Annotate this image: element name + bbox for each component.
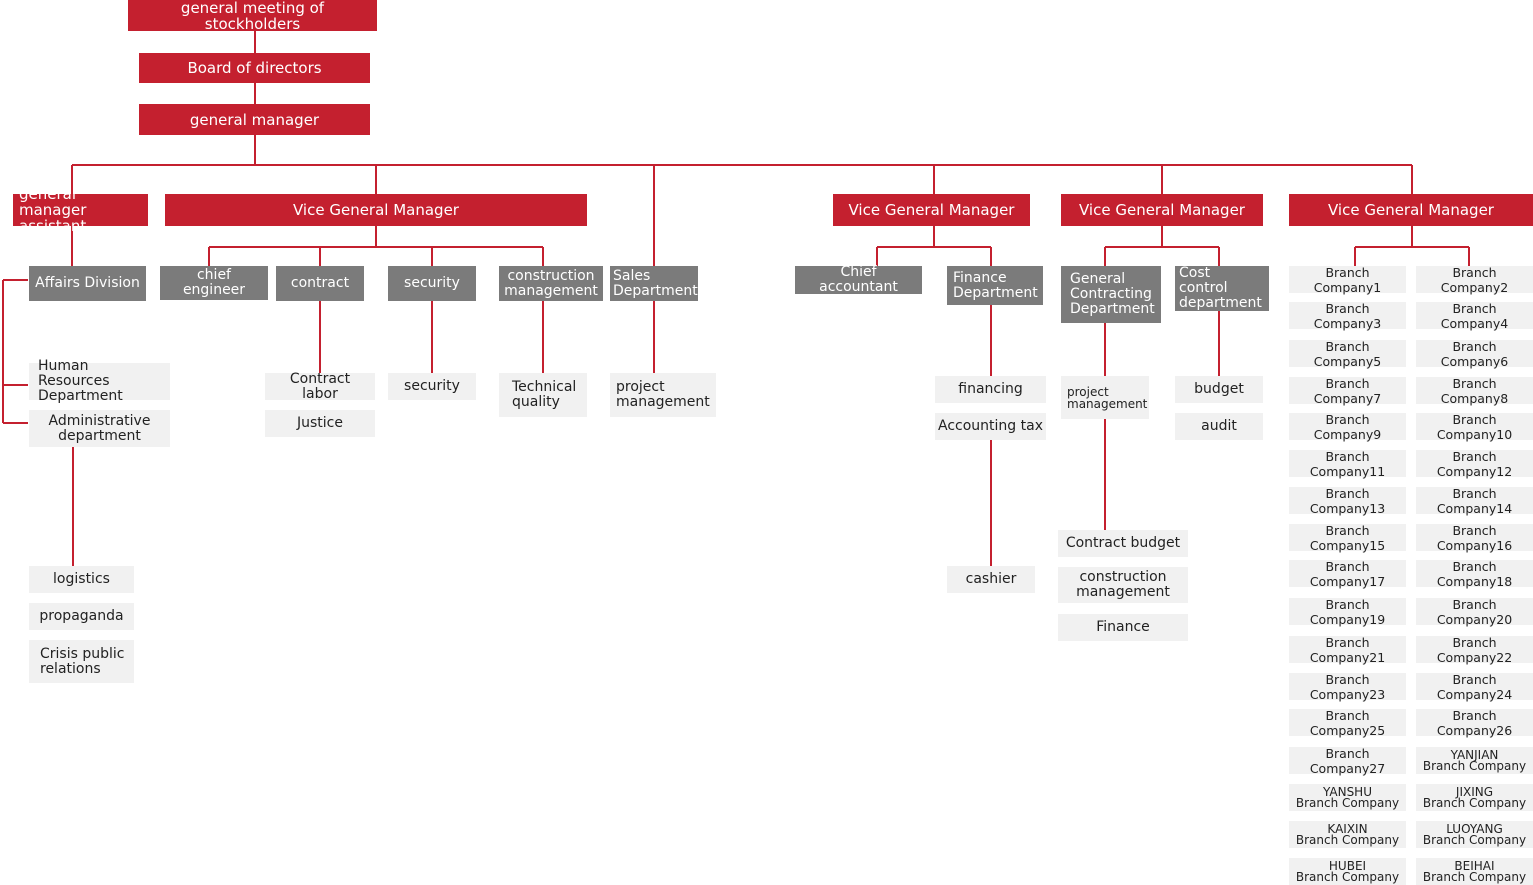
branch-company-9: Branch Company9 xyxy=(1289,412,1406,442)
branch-company-4: Branch Company4 xyxy=(1416,301,1533,331)
branch-company-14: Branch Company14 xyxy=(1416,486,1533,516)
branch-company-17: Branch Company17 xyxy=(1289,559,1406,589)
node-budget: budget xyxy=(1175,376,1263,403)
node-vice-gm-2: Vice General Manager xyxy=(833,194,1030,226)
branch-company-23: Branch Company23 xyxy=(1289,672,1406,702)
branch-company-7: Branch Company7 xyxy=(1289,376,1406,406)
branch-company-26: Branch Company26 xyxy=(1416,708,1533,738)
branch-company-29: YANSHU Branch Company xyxy=(1289,784,1406,811)
branch-company-19: Branch Company19 xyxy=(1289,597,1406,627)
node-sales-department: Sales Department xyxy=(610,266,698,301)
node-affairs-division: Affairs Division xyxy=(29,266,146,301)
branch-company-24: Branch Company24 xyxy=(1416,672,1533,702)
branch-company-27: Branch Company27 xyxy=(1289,746,1406,776)
branch-company-8: Branch Company8 xyxy=(1416,376,1533,406)
branch-company-22: Branch Company22 xyxy=(1416,635,1533,665)
node-security-sub: security xyxy=(388,373,476,400)
branch-company-6: Branch Company6 xyxy=(1416,339,1533,369)
node-cashier: cashier xyxy=(947,566,1035,593)
branch-company-28: YANJIAN Branch Company xyxy=(1416,747,1533,774)
branch-company-32: LUOYANG Branch Company xyxy=(1416,821,1533,848)
branch-company-12: Branch Company12 xyxy=(1416,449,1533,479)
branch-company-18: Branch Company18 xyxy=(1416,559,1533,589)
node-hr-department: Human Resources Department xyxy=(29,359,170,404)
node-financing: financing xyxy=(935,376,1046,403)
node-general-contracting-department: General Contracting Department xyxy=(1061,266,1161,323)
node-construction-management: construction management xyxy=(499,266,603,301)
node-vice-gm-4: Vice General Manager xyxy=(1289,194,1533,226)
node-gcd-finance: Finance xyxy=(1058,614,1188,641)
node-cost-control-department: Cost control department xyxy=(1175,266,1269,311)
node-propaganda: propaganda xyxy=(29,603,134,630)
node-board-of-directors: Board of directors xyxy=(139,53,370,83)
node-chief-engineer: chief engineer xyxy=(160,266,268,300)
node-gcd-project-management: project management xyxy=(1061,376,1149,419)
node-contract-labor: Contract labor xyxy=(265,371,375,401)
branch-company-1: Branch Company1 xyxy=(1289,265,1406,295)
node-general-manager: general manager xyxy=(139,104,370,135)
node-project-management: project management xyxy=(610,373,716,417)
node-stockholders-meeting: general meeting of stockholders xyxy=(128,0,377,32)
branch-company-10: Branch Company10 xyxy=(1416,412,1533,442)
branch-company-34: BEIHAI Branch Company xyxy=(1416,858,1533,885)
node-contract-budget: Contract budget xyxy=(1058,530,1188,557)
branch-company-2: Branch Company2 xyxy=(1416,265,1533,295)
branch-company-21: Branch Company21 xyxy=(1289,635,1406,665)
node-gm-assistant: general manager assistant xyxy=(13,186,148,234)
branch-company-3: Branch Company3 xyxy=(1289,301,1406,331)
branch-company-30: JIXING Branch Company xyxy=(1416,784,1533,811)
branch-company-16: Branch Company16 xyxy=(1416,523,1533,553)
branch-company-25: Branch Company25 xyxy=(1289,708,1406,738)
branch-company-11: Branch Company11 xyxy=(1289,449,1406,479)
node-vice-gm-1: Vice General Manager xyxy=(165,194,587,226)
node-audit: audit xyxy=(1175,413,1263,440)
node-contract: contract xyxy=(276,266,364,301)
node-vice-gm-3: Vice General Manager xyxy=(1061,194,1263,226)
node-administrative-department: Administrative department xyxy=(29,410,170,447)
branch-company-15: Branch Company15 xyxy=(1289,523,1406,553)
node-justice: Justice xyxy=(265,410,375,437)
node-finance-department: Finance Department xyxy=(947,266,1043,305)
branch-company-20: Branch Company20 xyxy=(1416,597,1533,627)
branch-company-31: KAIXIN Branch Company xyxy=(1289,821,1406,848)
node-crisis-public-relations: Crisis public relations xyxy=(29,640,134,683)
node-technical-quality: Technical quality xyxy=(499,373,587,417)
branch-company-5: Branch Company5 xyxy=(1289,339,1406,369)
node-security-head: security xyxy=(388,266,476,301)
node-chief-accountant: Chief accountant xyxy=(795,265,922,295)
node-gcd-construction-management: construction management xyxy=(1058,567,1188,603)
branch-company-33: HUBEI Branch Company xyxy=(1289,858,1406,885)
node-logistics: logistics xyxy=(29,566,134,593)
branch-company-13: Branch Company13 xyxy=(1289,486,1406,516)
node-accounting-tax: Accounting tax xyxy=(935,413,1046,440)
